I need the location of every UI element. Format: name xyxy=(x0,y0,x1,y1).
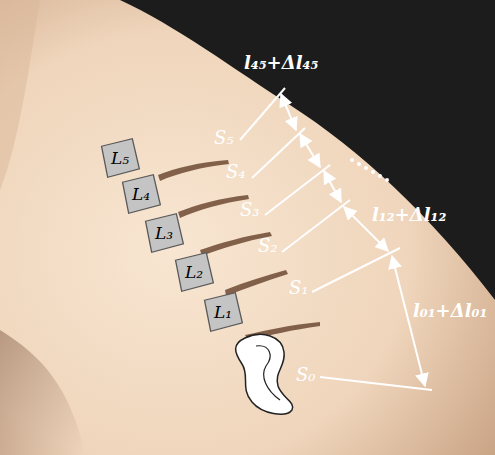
dimension-arrows xyxy=(281,94,425,386)
section-label: S₅ xyxy=(214,127,234,148)
ear-detail xyxy=(256,346,280,400)
dimension-label: l₄₅+Δl₄₅ xyxy=(244,52,318,73)
sensor-patch: L₅ xyxy=(98,137,142,179)
ellipsis-dots xyxy=(350,158,389,182)
patch-label: L₄ xyxy=(119,184,163,204)
sensor-patch: L₂ xyxy=(172,251,216,293)
section-label: S₃ xyxy=(240,199,260,220)
sensor-patch: L₃ xyxy=(142,212,186,254)
sensor-patch: L₁ xyxy=(201,291,245,333)
section-label: S₀ xyxy=(296,364,316,385)
patch-text-wrap: L₁ xyxy=(201,291,245,322)
patch-text-wrap: L₄ xyxy=(119,173,163,204)
sensor-patch: L₄ xyxy=(119,173,163,215)
skin-slits xyxy=(158,160,320,340)
inner-shadow xyxy=(0,0,40,190)
dimension-label: l₀₁+Δl₀₁ xyxy=(413,300,487,321)
patch-text-wrap: L₃ xyxy=(142,212,186,243)
ear-marker xyxy=(236,334,293,414)
section-label: S₄ xyxy=(226,161,246,182)
patch-label: L₁ xyxy=(201,302,245,322)
dimension-label: l₁₂+Δl₁₂ xyxy=(372,204,446,225)
patch-label: L₅ xyxy=(98,148,142,168)
patch-text-wrap: L₅ xyxy=(98,137,142,168)
patch-label: L₂ xyxy=(172,262,216,282)
elbow-crease xyxy=(0,330,85,455)
section-label: S₂ xyxy=(258,235,278,256)
patch-text-wrap: L₂ xyxy=(172,251,216,282)
section-label: S₁ xyxy=(289,277,309,298)
patch-label: L₃ xyxy=(142,223,186,243)
section-lines xyxy=(240,88,432,390)
